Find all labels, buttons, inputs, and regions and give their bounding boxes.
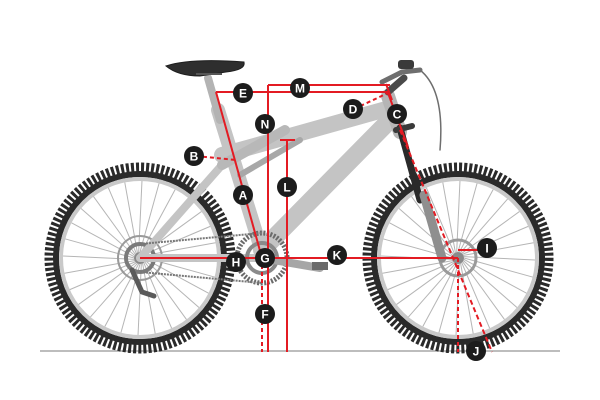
- rear-spoke: [93, 196, 136, 255]
- saddle: [164, 60, 245, 77]
- down-tube: [253, 109, 401, 259]
- rear-spoke: [140, 189, 176, 253]
- label-i: I: [477, 238, 497, 258]
- label-m-text: M: [295, 82, 305, 96]
- rear-wheel: [44, 162, 236, 354]
- handlebar: [379, 67, 423, 85]
- rear-spoke: [138, 181, 143, 253]
- rear-spoke: [137, 263, 142, 335]
- chain-top: [139, 232, 263, 245]
- brake-cable: [419, 69, 442, 151]
- rear-spoke: [107, 187, 137, 254]
- rear-spoke: [63, 255, 135, 260]
- measure-line-a: [215, 91, 263, 259]
- stem: [384, 74, 408, 96]
- label-l-text: L: [283, 181, 290, 195]
- label-k-text: K: [333, 249, 342, 263]
- rear-spoke: [143, 262, 173, 329]
- label-a-text: A: [239, 189, 248, 203]
- rear-spoke: [142, 263, 156, 334]
- label-h-text: H: [232, 256, 241, 270]
- rear-spoke: [124, 182, 138, 253]
- label-f: F: [255, 304, 275, 324]
- rear-spoke: [65, 238, 135, 259]
- label-d-text: D: [349, 103, 358, 117]
- label-c: C: [387, 104, 407, 124]
- label-h: H: [226, 252, 246, 272]
- label-n-text: N: [261, 118, 270, 132]
- rear-spoke: [80, 208, 135, 256]
- label-d: D: [343, 99, 363, 119]
- label-e-text: E: [239, 87, 247, 101]
- label-g-text: G: [260, 252, 269, 266]
- rear-spoke: [145, 260, 200, 308]
- label-g: G: [255, 248, 275, 268]
- label-i-text: I: [485, 242, 488, 256]
- rear-spoke: [64, 260, 135, 274]
- fork-lower: [419, 190, 447, 263]
- rear-spoke: [144, 261, 187, 320]
- chain-bottom: [139, 271, 263, 284]
- measure-line-c-upper: [385, 83, 393, 101]
- fork-crown: [393, 123, 415, 133]
- label-l: L: [277, 177, 297, 197]
- seat-post: [204, 74, 224, 124]
- label-b-text: B: [190, 150, 199, 164]
- grip: [398, 60, 414, 69]
- rear-spoke: [71, 222, 135, 258]
- rear-spoke: [90, 263, 138, 318]
- label-c-text: C: [393, 108, 402, 122]
- rear-spoke: [145, 242, 216, 256]
- rear-spoke: [78, 262, 137, 305]
- rear-spoke: [69, 261, 136, 291]
- rear-shock: [237, 137, 303, 178]
- label-b: B: [184, 146, 204, 166]
- label-j: J: [466, 341, 486, 361]
- rear-spoke: [139, 183, 160, 253]
- measure-line-d: [353, 92, 389, 110]
- measure-line-j-fork: [399, 129, 493, 353]
- pedal: [312, 262, 328, 270]
- measure-labels: A B C D E F G H I J K L M N: [184, 78, 497, 361]
- label-j-text: J: [473, 345, 480, 359]
- label-a: A: [233, 185, 253, 205]
- label-n: N: [255, 114, 275, 134]
- rear-derailleur: [129, 267, 157, 299]
- label-m: M: [290, 78, 310, 98]
- label-e: E: [233, 83, 253, 103]
- label-k: K: [327, 245, 347, 265]
- label-f-text: F: [261, 308, 268, 322]
